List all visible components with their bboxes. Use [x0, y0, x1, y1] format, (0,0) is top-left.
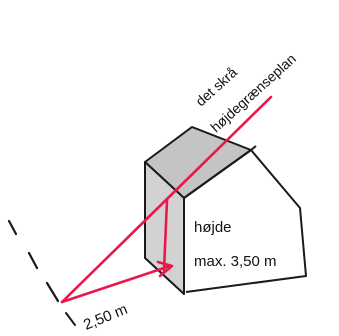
building-side-wall — [144, 161, 185, 295]
height-label-line-2: max. 3,50 m — [194, 253, 277, 270]
distance-indicator — [65, 312, 76, 326]
property-boundary-line — [7, 219, 60, 303]
building-volume — [144, 126, 307, 295]
distance-label: 2,50 m — [81, 301, 130, 334]
ground-distance-line — [60, 264, 172, 304]
distance-arrowhead — [156, 260, 174, 278]
height-limit-plane — [60, 95, 273, 304]
building-front-wall — [183, 149, 307, 293]
height-vertical-line — [162, 198, 169, 273]
height-label-line-1: højde — [194, 219, 232, 236]
building-roof-back-edge — [250, 145, 257, 151]
